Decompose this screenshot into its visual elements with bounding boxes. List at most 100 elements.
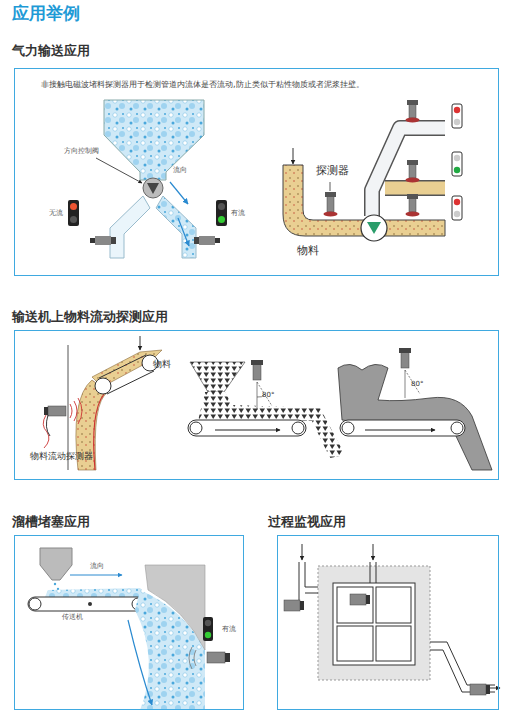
sensor-symbol xyxy=(407,160,418,165)
sensor-symbol xyxy=(324,212,338,217)
sensor-symbol xyxy=(325,192,336,197)
panel-box: 溜槽堵塞应用 xyxy=(14,535,244,710)
process-drawing xyxy=(376,587,411,623)
annotation-label: 有流 xyxy=(222,626,236,633)
conveyor-drawing xyxy=(70,398,82,424)
sensor-symbol xyxy=(324,100,420,217)
traffic-light xyxy=(216,200,227,226)
chute-drawing xyxy=(28,597,146,611)
sensor-symbol xyxy=(215,238,220,243)
traffic-light xyxy=(454,167,460,173)
pneumatic-pipe-drawing xyxy=(361,215,387,241)
process-drawing xyxy=(333,583,415,665)
conveyor-drawing xyxy=(215,430,280,431)
sensor-symbol xyxy=(486,685,490,694)
conveyor-drawing xyxy=(253,364,261,380)
traffic-light xyxy=(454,155,460,161)
pneumatic-pipe-drawing xyxy=(367,222,381,234)
process-drawing xyxy=(337,626,373,661)
chute-drawing xyxy=(54,583,56,585)
traffic-light xyxy=(454,199,460,205)
chute-drawing xyxy=(28,548,230,710)
traffic-light xyxy=(218,216,225,223)
process-drawing xyxy=(305,593,318,594)
annotation-label: 流向 xyxy=(90,563,104,570)
hopper-drawing xyxy=(96,158,142,183)
pneumatic-pipe-drawing xyxy=(283,128,445,241)
sensor-symbol xyxy=(406,178,420,183)
process-drawing xyxy=(430,642,495,685)
traffic-light xyxy=(454,107,460,113)
conveyor-drawing xyxy=(451,422,463,434)
traffic-light xyxy=(452,152,462,176)
section-heading: 输送机上物料流动探测应用 xyxy=(12,308,168,326)
sensor-symbol xyxy=(199,236,215,245)
conveyor-drawing xyxy=(292,422,304,434)
conveyor-drawing xyxy=(99,355,146,378)
sensor-symbol xyxy=(407,100,418,105)
sensor-symbol xyxy=(366,595,370,604)
conveyor-drawing xyxy=(190,362,245,392)
process-drawing xyxy=(370,562,371,583)
sensor-symbol xyxy=(284,600,300,611)
conveyor-drawing xyxy=(399,348,411,353)
traffic-light xyxy=(70,203,77,210)
conveyor-drawing xyxy=(188,420,306,436)
hopper-drawing xyxy=(170,182,188,204)
conveyor-drawing xyxy=(338,364,492,470)
sensor-symbol xyxy=(95,236,111,245)
annotation-label: 物料 xyxy=(153,360,171,370)
annotation-label: 方向控制阀 xyxy=(64,148,99,155)
pneumatic-pipe-drawing xyxy=(385,180,445,196)
sensor-symbol xyxy=(194,237,199,244)
conveyor-drawing xyxy=(94,394,104,470)
process-drawing xyxy=(318,566,430,680)
hopper-drawing xyxy=(96,100,204,258)
traffic-light xyxy=(68,200,79,226)
traffic-light xyxy=(452,104,462,220)
traffic-light xyxy=(218,203,225,210)
conveyor-drawing xyxy=(365,430,435,431)
sensor-symbol xyxy=(111,237,116,244)
conveyor-drawing xyxy=(340,420,465,436)
sensor-symbol xyxy=(409,198,416,212)
annotation-label: 物料流动探测器 xyxy=(30,452,93,462)
sensor-symbol xyxy=(90,238,95,243)
chute-drawing xyxy=(128,620,152,705)
hopper-drawing xyxy=(143,178,163,198)
conveyor-drawing xyxy=(257,382,258,410)
process-drawing xyxy=(299,544,500,692)
sensor-symbol xyxy=(406,118,420,123)
sensor-symbol xyxy=(470,684,486,695)
conveyor-drawing xyxy=(401,352,409,368)
conveyor-drawing xyxy=(48,406,66,416)
chute-drawing xyxy=(207,652,225,663)
traffic-light xyxy=(454,119,460,125)
panel-box: 过程监视应用 xyxy=(277,535,499,710)
sensor-symbol xyxy=(350,594,366,605)
hopper-drawing xyxy=(110,196,150,258)
conveyor-drawing xyxy=(251,360,263,365)
annotation-label: 80° xyxy=(262,392,274,400)
chute-drawing xyxy=(225,653,230,662)
annotation-label: 80° xyxy=(411,381,423,389)
process-drawing xyxy=(337,587,373,623)
process-drawing xyxy=(299,562,300,600)
panel-box: 气力输送应用非接触电磁波堵料探测器用于检测管道内流体是否流动,防止类似于粘性物质… xyxy=(14,68,499,276)
sensor-symbol xyxy=(284,594,490,695)
hopper-drawing xyxy=(156,196,196,258)
chute-drawing xyxy=(189,647,196,669)
process-drawing xyxy=(373,544,374,560)
hopper-drawing xyxy=(178,218,189,246)
sensor-symbol xyxy=(409,104,416,118)
conveyor-drawing xyxy=(190,422,202,434)
chute-drawing xyxy=(88,602,92,606)
conveyor-drawing xyxy=(405,370,406,398)
process-drawing xyxy=(305,587,318,588)
chute-drawing xyxy=(70,575,122,576)
conveyor-drawing xyxy=(43,415,49,448)
sensor-symbol xyxy=(409,164,416,178)
section-heading: 过程监视应用 xyxy=(268,513,346,531)
sensor-symbol xyxy=(300,601,304,610)
